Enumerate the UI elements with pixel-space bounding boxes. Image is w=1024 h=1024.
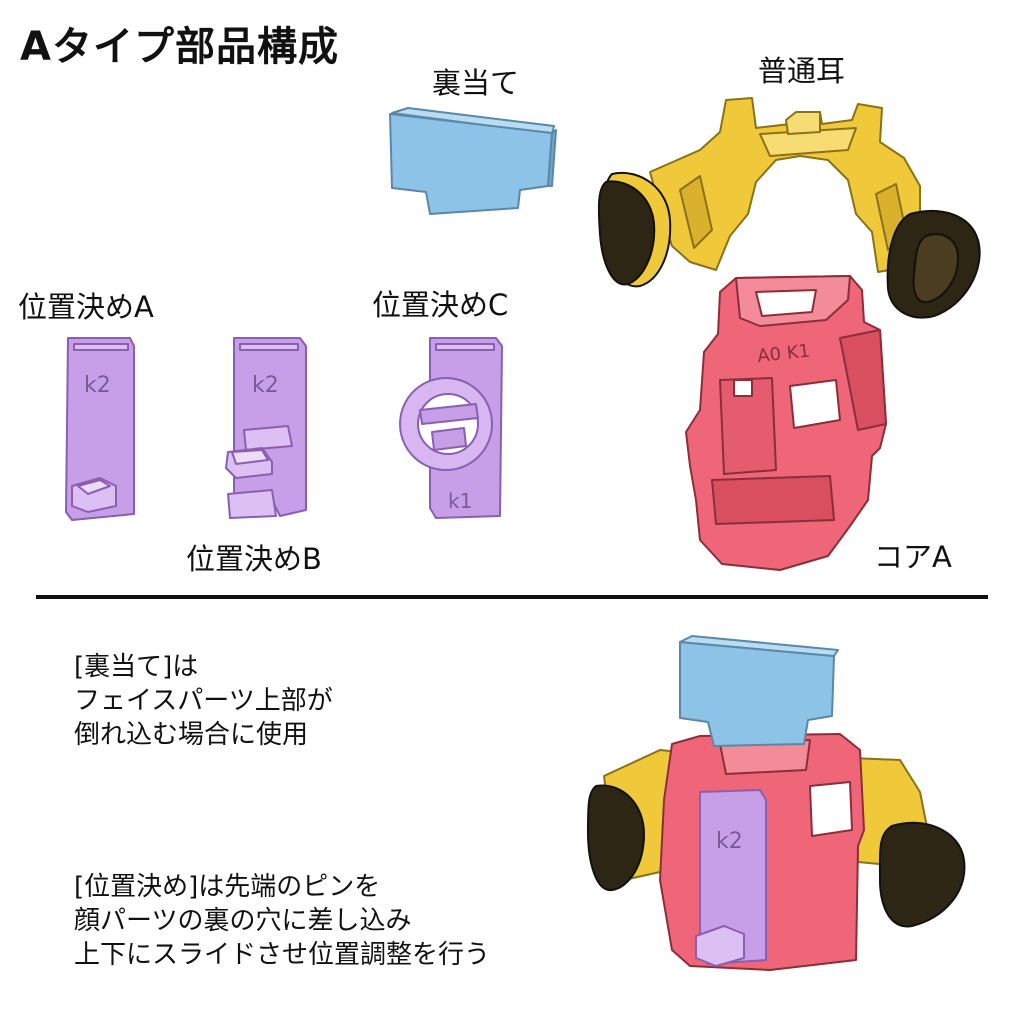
positioner-a [65, 337, 135, 521]
right-ear [886, 210, 981, 319]
positioner-c [399, 337, 503, 519]
backing-note: [裏当て]は フェイスパーツ上部が 倒れ込む場合に使用 [74, 652, 333, 750]
positioner-b-mark: k2 [252, 373, 279, 398]
left-ear [597, 171, 672, 288]
positioner-c-mark: k1 [448, 489, 472, 513]
positioner-a-mark: k2 [84, 373, 111, 398]
label-position-c: 位置決めC [372, 288, 509, 322]
assembled-view [587, 635, 966, 971]
label-backing: 裏当て [432, 66, 520, 100]
backing-plate [389, 107, 557, 215]
positioner-b [225, 337, 307, 519]
label-core: コアA [874, 540, 952, 574]
page-title: Aタイプ部品構成 [20, 24, 339, 70]
label-position-b: 位置決めB [186, 542, 322, 576]
label-position-a: 位置決めA [18, 290, 154, 324]
core-a-part [685, 275, 887, 571]
standard-ears-part [649, 97, 921, 273]
position-note: [位置決め]は先端のピンを 顔パーツの裏の穴に差し込み 上下にスライドさせ位置調… [74, 872, 491, 970]
label-ears: 普通耳 [758, 54, 846, 88]
assembled-positioner-mark: k2 [716, 829, 743, 854]
